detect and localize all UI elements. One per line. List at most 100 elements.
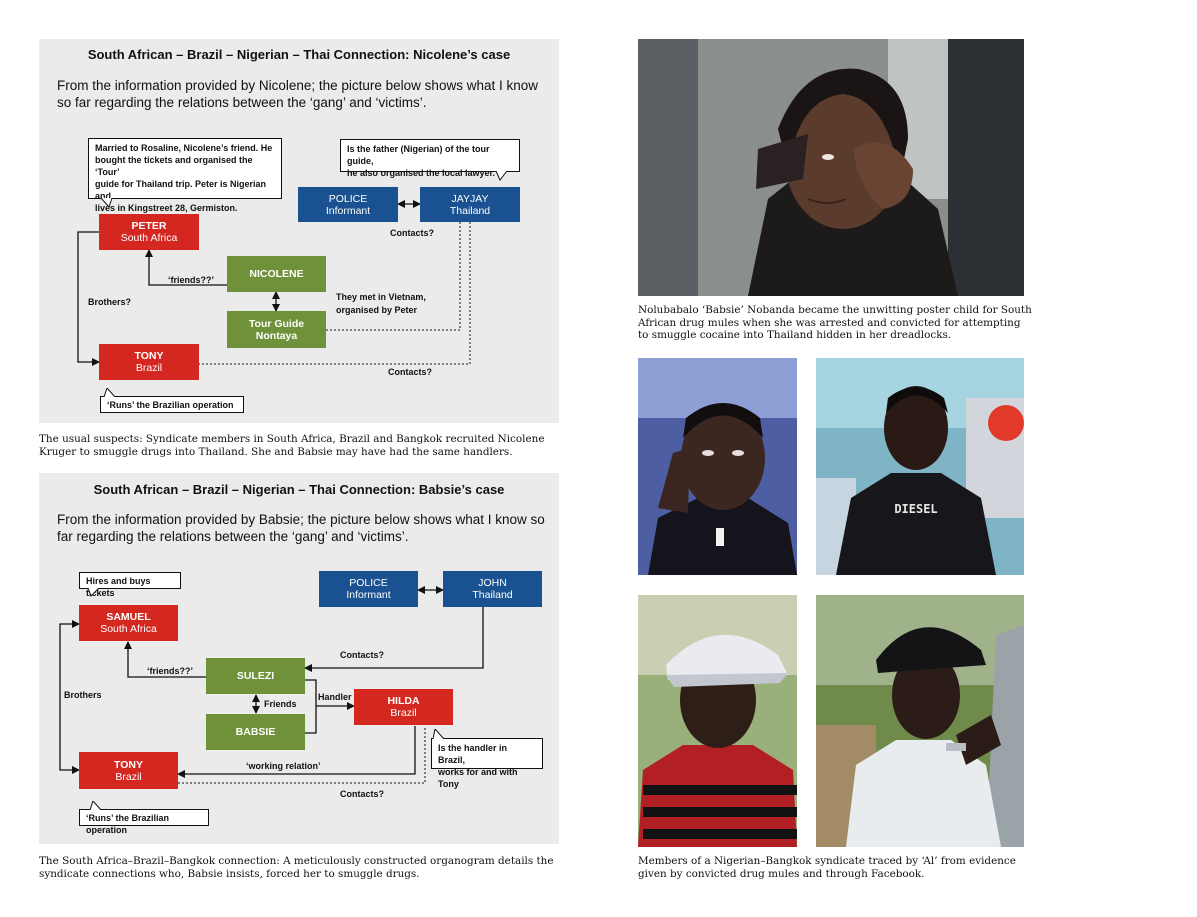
caption-diagram-babsie: The South Africa–Brazil–Bangkok connecti… xyxy=(39,855,579,880)
caption-line: The usual suspects: Syndicate members in… xyxy=(39,433,545,445)
callout-line: Is the father (Nigerian) of the tour gui… xyxy=(347,144,490,166)
node-name: JAYJAY xyxy=(451,192,489,205)
label-line: organised by Peter xyxy=(336,305,418,315)
caption-line: given by convicted drug mules and throug… xyxy=(638,867,925,880)
node-hilda: HILDA Brazil xyxy=(354,689,453,725)
node-place: South Africa xyxy=(100,623,157,635)
diagram-title: South African – Brazil – Nigerian – Thai… xyxy=(87,47,511,62)
photo-suspect-2: DIESEL xyxy=(816,358,1024,575)
label-met-vietnam: They met in Vietnam, organised by Peter xyxy=(336,291,426,317)
caption-line: Nolubabalo ‘Babsie’ Nobanda became the u… xyxy=(638,304,1032,316)
node-babsie: BABSIE xyxy=(206,714,305,750)
caption-line: to smuggle cocaine into Thailand hidden … xyxy=(638,329,952,341)
node-name: PETER xyxy=(131,220,167,232)
callout-tony: ‘Runs’ the Brazilian operation xyxy=(100,396,244,413)
callout-tony-2: ‘Runs’ the Brazilian operation xyxy=(79,809,209,835)
node-nicolene: NICOLENE xyxy=(227,256,326,292)
photo-suspect-1 xyxy=(638,358,797,575)
node-name: Tour Guide xyxy=(248,317,305,330)
label-contacts-3: Contacts? xyxy=(340,789,385,799)
callout-jayjay: Is the father (Nigerian) of the tour gui… xyxy=(340,139,520,178)
label-friends: ‘friends??’ xyxy=(168,275,215,285)
photo-suspect-1-art xyxy=(638,358,797,575)
callout-tail xyxy=(88,588,100,597)
photo-suspect-4 xyxy=(816,595,1024,847)
caption-line: Kruger to smuggle drugs into Thailand. S… xyxy=(39,445,513,458)
diagram-intro: From the information provided by Babsie;… xyxy=(57,511,552,545)
shirt-text: DIESEL xyxy=(894,502,937,516)
label-friends-2: ‘friends??’ xyxy=(147,666,194,676)
caption-line: The South Africa–Brazil–Bangkok connecti… xyxy=(39,855,554,867)
label-contacts: Contacts? xyxy=(388,367,433,377)
node-place: Brazil xyxy=(390,707,417,719)
callout-line: he also organised the local lawyer. xyxy=(347,168,496,178)
node-name: SAMUEL xyxy=(106,611,151,623)
callout-line: Married to Rosaline, Nicolene’s friend. … xyxy=(95,143,273,153)
node-tour-guide: Tour Guide Nontaya xyxy=(227,311,326,348)
callout-line: ‘Runs’ the Brazilian operation xyxy=(86,813,170,835)
node-sulezi: SULEZI xyxy=(206,658,305,694)
node-place: South Africa xyxy=(120,232,178,244)
node-place: Informant xyxy=(346,589,391,601)
node-place: Nontaya xyxy=(255,329,298,342)
callout-tail xyxy=(104,388,116,397)
node-place: Brazil xyxy=(115,770,142,783)
node-place: Informant xyxy=(325,204,371,217)
caption-photo-suspects: Members of a Nigerian–Bangkok syndicate … xyxy=(638,855,1038,880)
node-place: Thailand xyxy=(472,589,513,601)
node-john: JOHN Thailand xyxy=(443,571,542,607)
label-brothers-2: Brothers xyxy=(64,690,102,700)
photo-suspect-4-art xyxy=(816,595,1024,847)
node-place: Thailand xyxy=(449,204,491,217)
diagram-intro: From the information provided by Nicolen… xyxy=(57,77,552,111)
callout-tail xyxy=(90,801,102,810)
node-name: POLICE xyxy=(349,577,388,589)
label-contacts: Contacts? xyxy=(390,228,435,238)
callout-line: ‘Runs’ the Brazilian operation xyxy=(107,400,234,410)
label-brothers: Brothers? xyxy=(88,297,132,307)
node-name: TONY xyxy=(134,350,164,362)
label-friends-plain: Friends xyxy=(264,699,297,709)
node-name: SULEZI xyxy=(236,670,275,682)
callout-line: bought the tickets and organised the ‘To… xyxy=(95,155,253,177)
node-name: NICOLENE xyxy=(249,268,304,280)
caption-line: Members of a Nigerian–Bangkok syndicate … xyxy=(638,855,1016,867)
label-working-relation: ‘working relation’ xyxy=(246,761,321,771)
callout-hilda: Is the handler in Brazil, works for and … xyxy=(431,738,543,789)
node-name: TONY xyxy=(114,758,143,771)
callout-line: Is the handler in Brazil, xyxy=(438,743,508,765)
node-samuel: SAMUEL South Africa xyxy=(79,605,178,641)
node-police-informant: POLICE Informant xyxy=(298,187,398,222)
callout-peter: Married to Rosaline, Nicolene’s friend. … xyxy=(88,138,282,213)
photo-suspect-3-art xyxy=(638,595,797,847)
callout-line: lives in Kingstreet 28, Germiston. xyxy=(95,203,238,213)
label-line: They met in Vietnam, xyxy=(336,292,426,302)
callout-samuel: Hires and buys tickets xyxy=(79,572,181,598)
node-place: Brazil xyxy=(135,362,163,374)
label-handler: Handler xyxy=(318,692,352,702)
callout-tail xyxy=(496,171,508,181)
callout-line: guide for Thailand trip. Peter is Nigeri… xyxy=(95,179,267,201)
node-name: BABSIE xyxy=(235,726,276,738)
caption-line: syndicate connections who, Babsie insist… xyxy=(39,867,420,880)
photo-babsie-art xyxy=(638,39,1024,296)
node-jayjay: JAYJAY Thailand xyxy=(420,187,520,222)
intro-line: far regarding the relations between the … xyxy=(57,529,409,544)
node-peter: PETER South Africa xyxy=(99,214,199,250)
caption-photo-babsie: Nolubabalo ‘Babsie’ Nobanda became the u… xyxy=(638,304,1038,342)
caption-line: African drug mules when she was arrested… xyxy=(638,316,1021,329)
node-tony: TONY Brazil xyxy=(99,344,199,380)
photo-babsie xyxy=(638,39,1024,296)
callout-tail xyxy=(433,729,445,739)
callout-line: Hires and buys tickets xyxy=(86,576,151,598)
caption-diagram-nicolene: The usual suspects: Syndicate members in… xyxy=(39,433,579,458)
intro-line: so far regarding the relations between t… xyxy=(57,95,427,110)
node-name: JOHN xyxy=(478,577,507,589)
node-tony-2: TONY Brazil xyxy=(79,752,178,789)
node-police-informant-2: POLICE Informant xyxy=(319,571,418,607)
callout-line: works for and with Tony xyxy=(438,767,518,789)
intro-line: From the information provided by Babsie;… xyxy=(57,512,545,527)
intro-line: From the information provided by Nicolen… xyxy=(57,78,538,93)
photo-suspect-3 xyxy=(638,595,797,847)
label-contacts-2: Contacts? xyxy=(340,650,385,660)
